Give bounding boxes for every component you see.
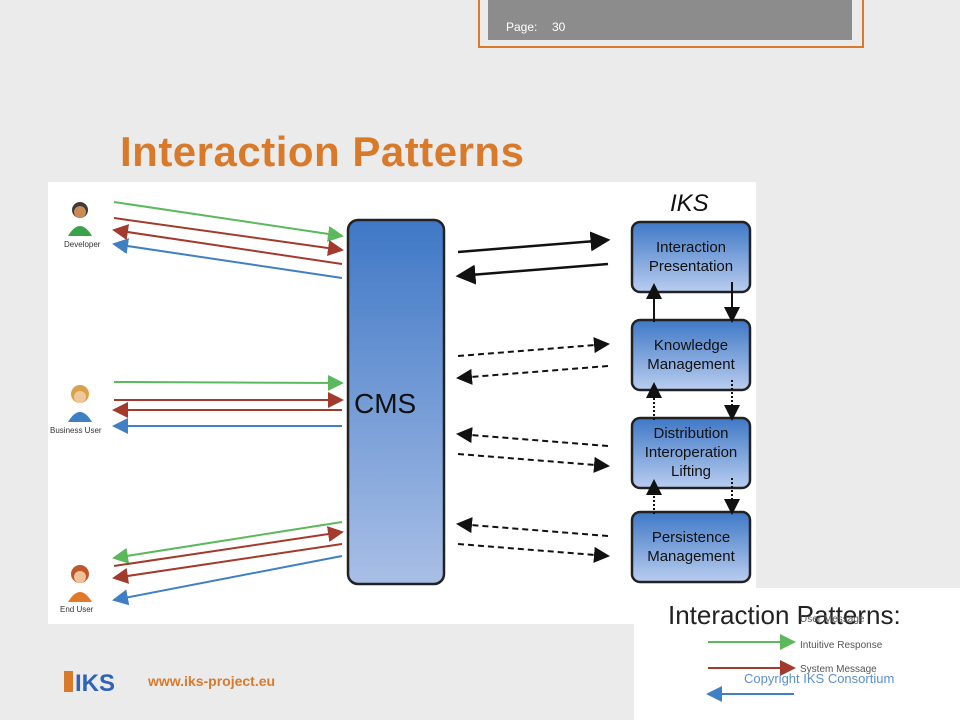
distribution-box (630, 416, 752, 490)
interaction-presentation-box (630, 220, 752, 294)
legend-canvas (706, 634, 796, 702)
cms-to-dist-arrow (457, 453, 610, 473)
persistence-management-box (630, 510, 752, 584)
iks-label: IKS (670, 190, 709, 217)
dev-user-message-arrow (113, 201, 344, 242)
website-link[interactable]: www.iks-project.eu (148, 673, 276, 689)
interaction-presentation-label: Interaction Presentation (648, 239, 734, 275)
actor-label-developer: Developer (64, 240, 101, 249)
dev-response-arrow-2 (112, 224, 343, 265)
slide-title: Interaction Patterns (120, 128, 525, 175)
interaction-diagram: Developer Business User End User IKS CMS… (48, 182, 756, 624)
legend-user-message-label: User Message (800, 614, 865, 625)
cms-to-pers-arrow (457, 543, 610, 563)
logo-text: IKS (75, 670, 115, 694)
cms-label: CMS (354, 388, 417, 419)
eu-response-arrow-1 (113, 526, 344, 567)
pers-to-cms-arrow (456, 517, 609, 537)
end-user-avatar-icon (68, 565, 92, 602)
km-to-cms-arrow (456, 365, 609, 385)
actor-label-end-user: End User (60, 605, 94, 614)
cms-to-km-arrow (457, 337, 610, 357)
cms-to-ip-arrow (457, 231, 611, 254)
page-number: 30 (552, 20, 566, 34)
ip-to-cms-arrow (455, 262, 609, 285)
knowledge-management-box (630, 318, 752, 392)
developer-avatar-icon (68, 202, 92, 236)
copyright-text: Copyright IKS Consortium (744, 671, 895, 686)
eu-user-message-arrow (112, 521, 343, 564)
legend-title: Interaction Patterns: (668, 600, 901, 630)
distribution-label: Distribution Interoperation Lifting (644, 425, 738, 480)
dist-to-cms-arrow (456, 427, 609, 447)
iks-logo: IKS (64, 668, 138, 697)
dev-response-arrow-1 (113, 217, 344, 256)
legend-response-label: Intuitive Response (800, 640, 883, 651)
legend-system-message-label: System Message (800, 664, 877, 675)
bu-user-message-arrow (113, 374, 344, 391)
legend-panel: Interaction Patterns: User Message Intui… (634, 588, 960, 720)
page-label: Page: (506, 20, 538, 34)
persistence-management-label: Persistence Management (647, 529, 735, 565)
diagram-canvas (68, 201, 752, 606)
page-indicator: Page: 30 (478, 0, 864, 48)
business-user-avatar-icon (68, 385, 92, 422)
knowledge-management-label: Knowledge Management (647, 337, 735, 373)
iks-logo-icon: IKS (64, 670, 115, 697)
actor-label-business-user: Business User (50, 426, 102, 435)
cms-box (346, 218, 446, 586)
eu-response-arrow-2 (112, 543, 343, 584)
page-indicator-bar: Page: 30 (488, 0, 852, 40)
eu-system-message-arrow (112, 555, 343, 606)
dev-system-message-arrow (112, 238, 343, 279)
